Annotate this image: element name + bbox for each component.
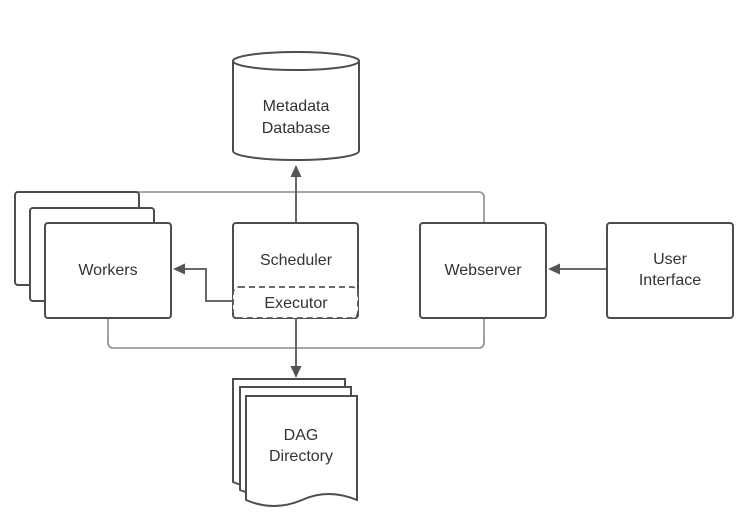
arrow-scheduler-to-dag-directory bbox=[290, 318, 302, 378]
user-interface-node: User Interface bbox=[606, 222, 734, 319]
arrow-scheduler-to-dag-directory-head bbox=[290, 366, 302, 378]
metadata-database-node: Metadata Database bbox=[232, 51, 360, 161]
dag-directory-label-line1: DAG bbox=[284, 427, 319, 444]
arrow-executor-to-workers bbox=[173, 263, 233, 302]
database-cylinder-body bbox=[232, 61, 360, 161]
workers-box bbox=[44, 222, 172, 319]
metadata-database-label-line2: Database bbox=[262, 120, 331, 137]
arrow-executor-to-workers-line bbox=[184, 268, 233, 302]
workers-node: Workers bbox=[14, 191, 172, 319]
dag-directory-label-line2: Directory bbox=[269, 448, 333, 465]
scheduler-node: Scheduler Executor bbox=[232, 222, 359, 319]
arrow-user-interface-to-webserver bbox=[548, 263, 607, 275]
user-interface-label-line2: Interface bbox=[639, 272, 701, 289]
metadata-database-label-line1: Metadata bbox=[263, 98, 330, 115]
arrow-user-interface-to-webserver-head bbox=[548, 263, 560, 275]
database-cylinder-top bbox=[232, 51, 360, 71]
scheduler-label: Scheduler bbox=[260, 252, 333, 269]
arrow-executor-to-workers-head bbox=[173, 263, 185, 275]
webserver-label: Webserver bbox=[444, 262, 522, 279]
workers-label: Workers bbox=[78, 262, 137, 279]
executor-label: Executor bbox=[264, 295, 328, 312]
webserver-node: Webserver bbox=[419, 222, 547, 319]
executor-box bbox=[232, 286, 359, 319]
dag-directory-node: DAG Directory bbox=[232, 378, 358, 507]
dag-directory-document bbox=[245, 395, 358, 507]
user-interface-label-line1: User bbox=[653, 251, 687, 268]
arrow-scheduler-to-database bbox=[290, 165, 302, 223]
user-interface-box bbox=[606, 222, 734, 319]
webserver-box bbox=[419, 222, 547, 319]
arrow-scheduler-to-database-head bbox=[290, 165, 302, 177]
